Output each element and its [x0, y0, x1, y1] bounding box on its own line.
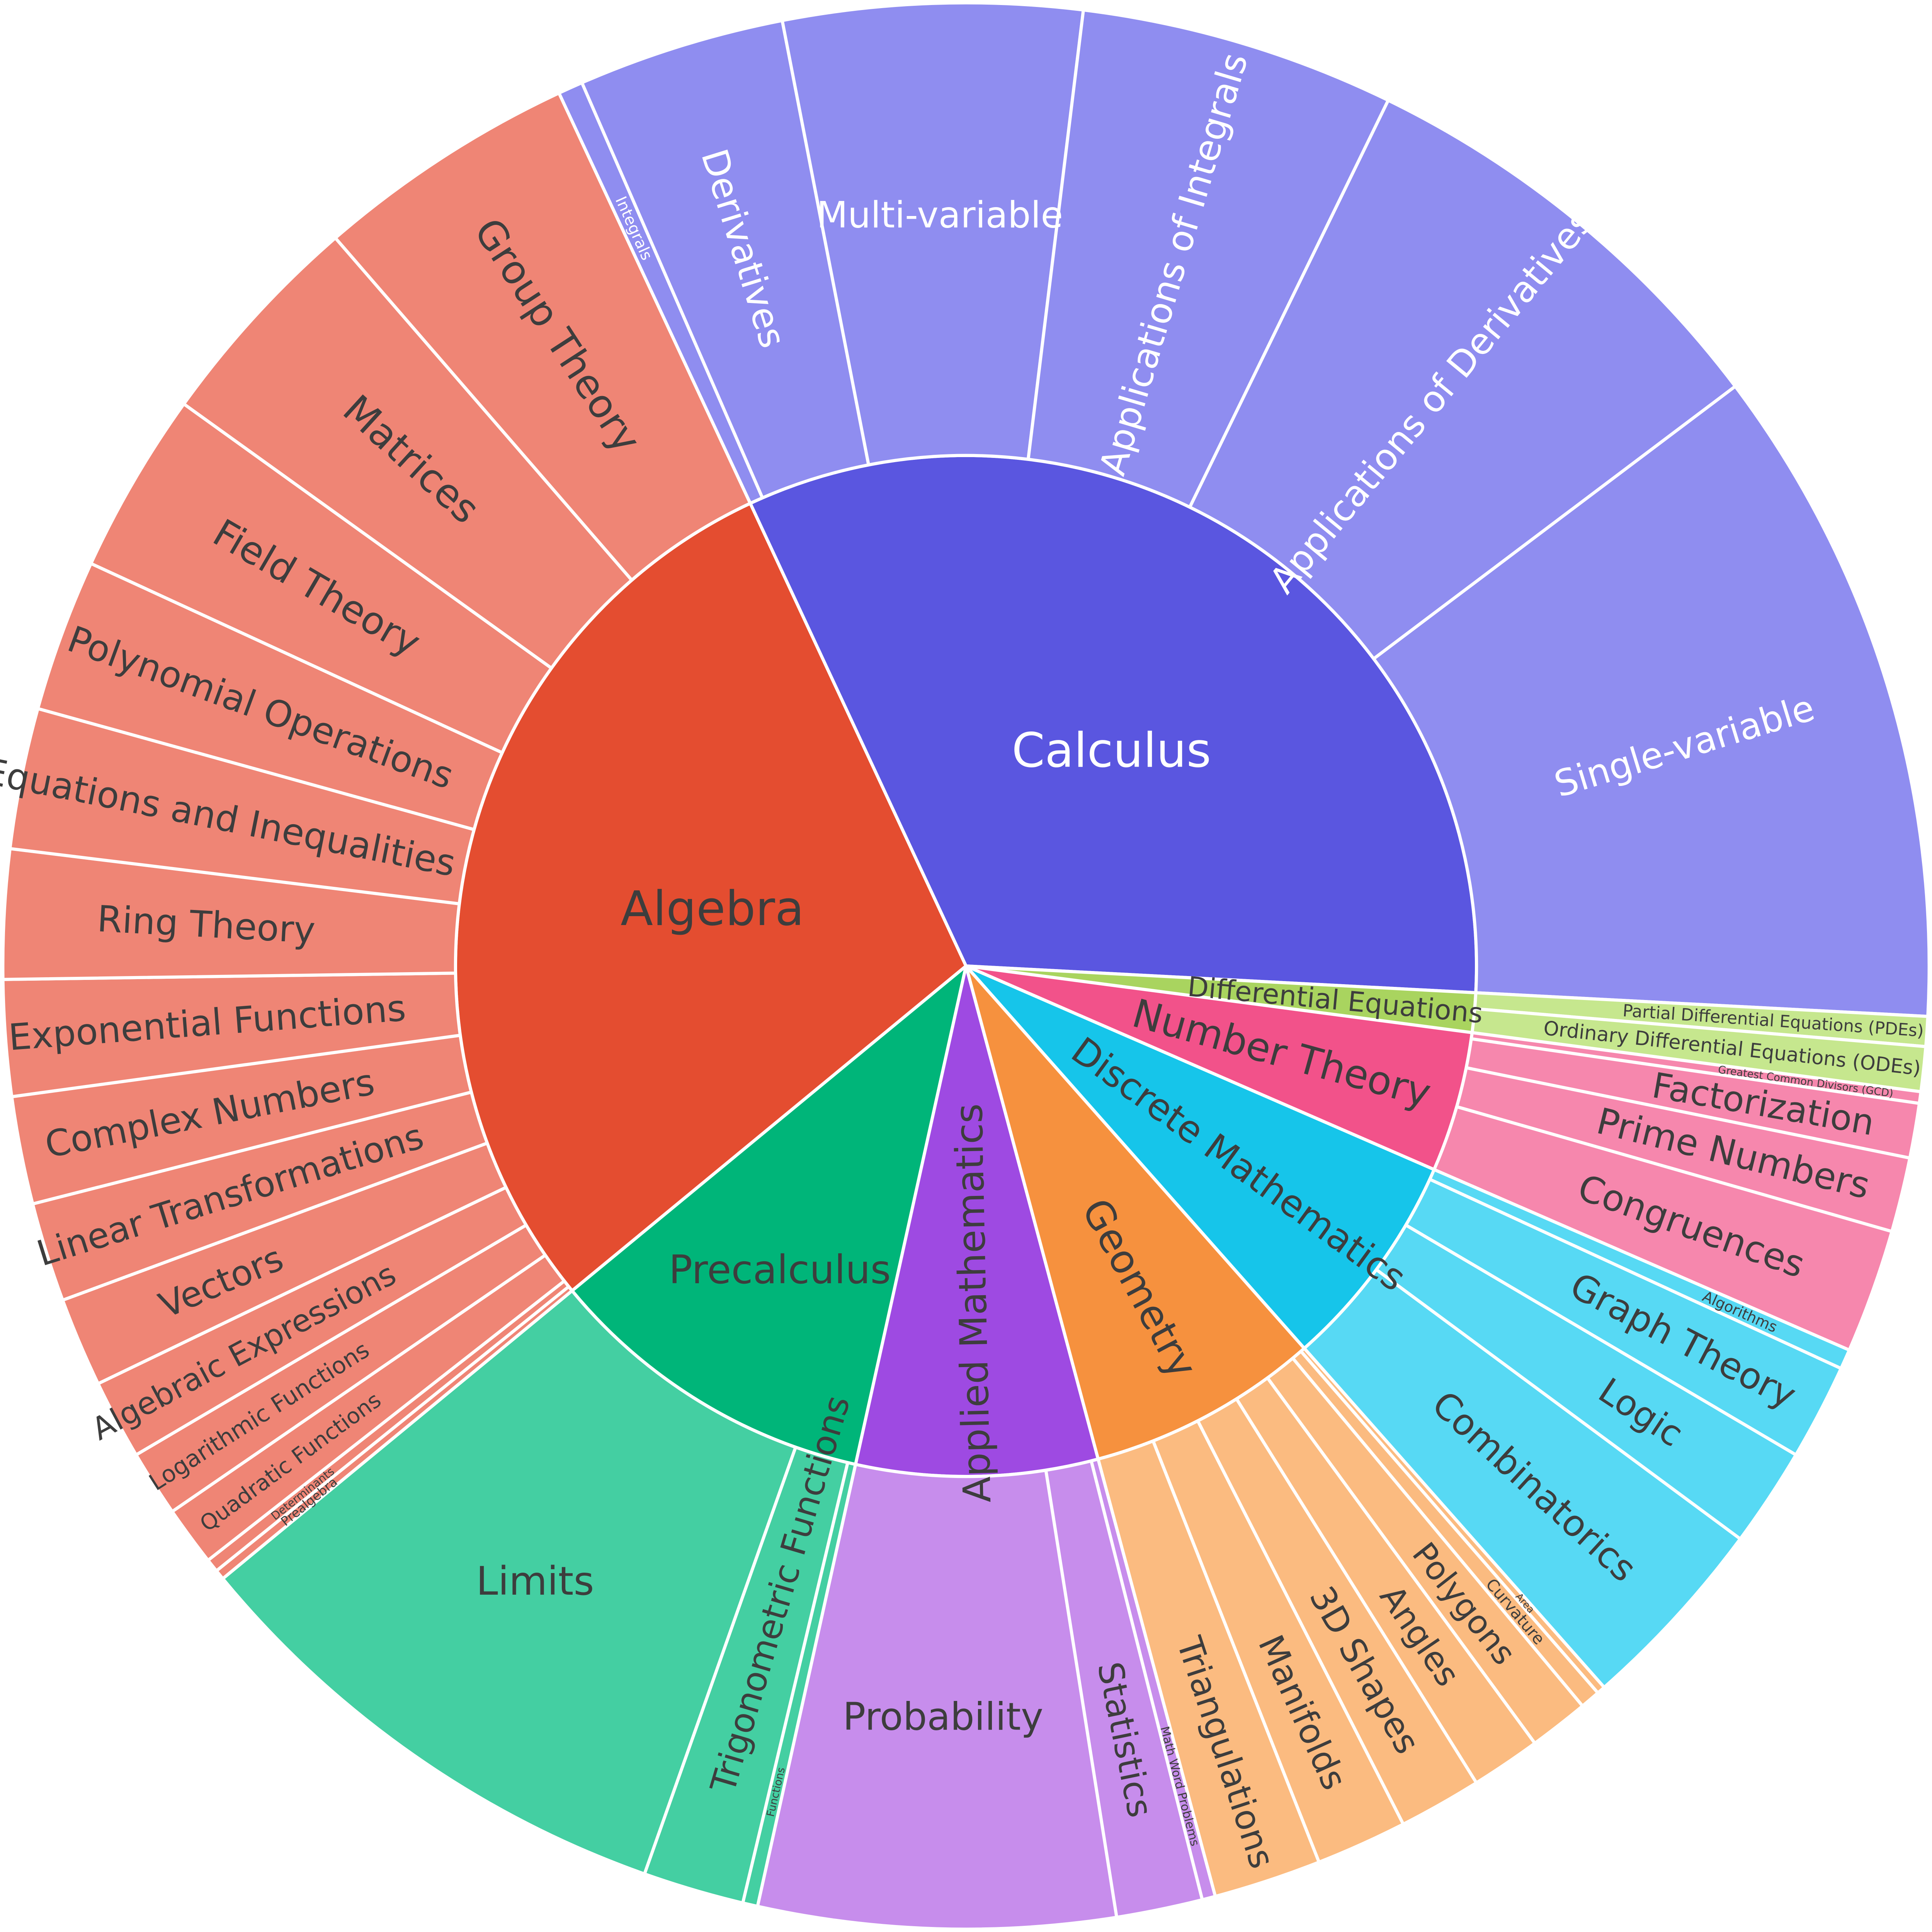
label-applied-mathematics: Applied Mathematics [947, 1103, 1000, 1503]
wedge-discrete-mathematics-combinatorics [1303, 1268, 1742, 1689]
label-algebra: Algebra [621, 881, 804, 936]
label-limits: Limits [476, 1558, 594, 1604]
label-multi-variable: Multi-variable [816, 194, 1063, 236]
label-calculus: Calculus [1012, 723, 1211, 778]
wedge-calculus-applications-of-derivatives [1188, 99, 1737, 660]
wedge-applied-mathematics-probability [756, 1463, 1118, 1931]
wedge-algebra-field-theory [89, 402, 553, 754]
wedge-algebra-matrices [182, 236, 634, 670]
label-precalculus: Precalculus [669, 1247, 891, 1293]
wedge-algebra-ring-theory [1, 847, 461, 981]
wedge-calculus-multi-variable [781, 1, 1085, 467]
wedge-calculus-derivatives [580, 19, 870, 500]
wedge-calculus-applications-of-integrals [1026, 8, 1390, 509]
label-probability: Probability [843, 1695, 1043, 1739]
wedge-algebra-group-theory [333, 91, 752, 582]
wedge-calculus-single-variable [1372, 384, 1931, 1018]
wedge-precalculus-limits [221, 1289, 798, 1876]
